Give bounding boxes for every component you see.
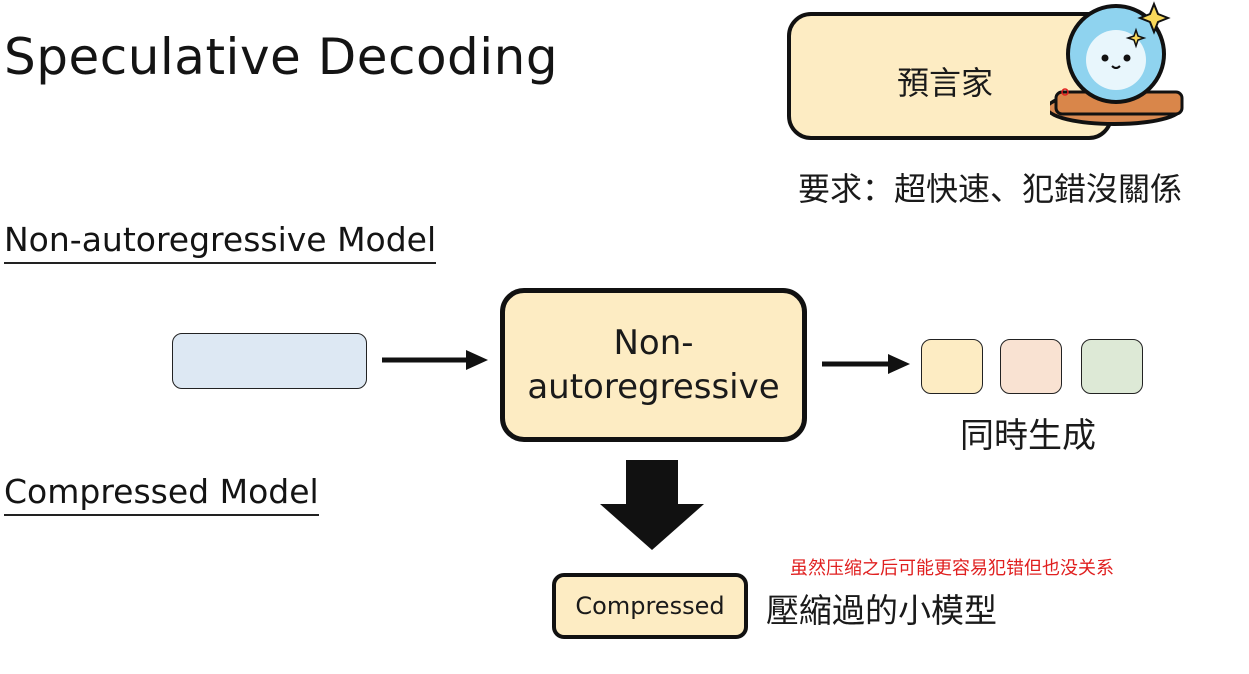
oracle-requirement: 要求：超快速、犯錯沒關係: [798, 170, 1183, 208]
nar-box-line2: autoregressive: [527, 367, 780, 407]
nar-box-line1: Non-: [613, 323, 694, 363]
page-title: Speculative Decoding: [4, 28, 559, 86]
output-token-box: [1000, 339, 1062, 394]
crystal-ball-icon: [1050, 1, 1184, 126]
right-arrow-icon: [382, 350, 488, 370]
right-arrow-icon: [822, 354, 910, 374]
non-autoregressive-model-box: Non- autoregressive: [500, 288, 807, 442]
tokens-label: 同時生成: [960, 416, 1096, 456]
section-heading-compressed: Compressed Model: [4, 472, 319, 516]
compressed-box-label: Compressed: [575, 592, 725, 620]
compressed-model-label: 壓縮過的小模型: [766, 591, 997, 630]
input-box: [172, 333, 367, 389]
oracle-label: 預言家: [897, 64, 994, 102]
section-heading-non-autoregressive: Non-autoregressive Model: [4, 220, 437, 264]
down-arrow-icon: [600, 460, 704, 550]
oracle-card: [787, 12, 1113, 140]
annotation-note: 虽然压缩之后可能更容易犯错但也没关系: [790, 558, 1114, 579]
output-token-box: [1081, 339, 1143, 394]
compressed-model-box: Compressed: [552, 573, 748, 639]
output-token-box: [921, 339, 983, 394]
